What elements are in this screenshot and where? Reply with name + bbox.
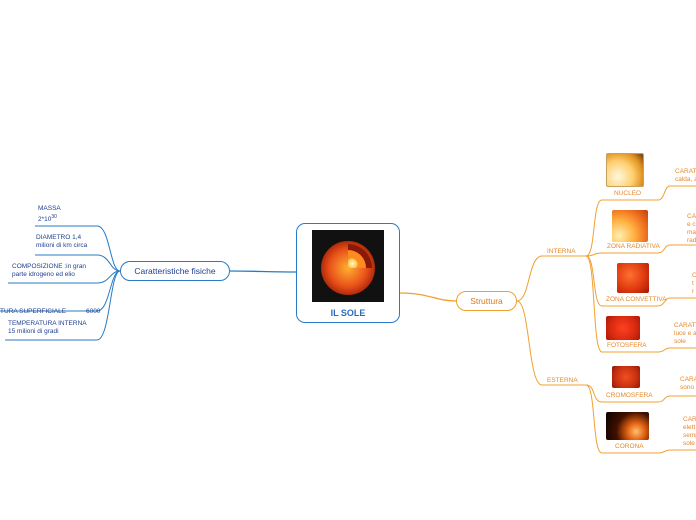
layer-nucleo[interactable]: NUCLEO — [614, 190, 642, 197]
item-temperatura-interna[interactable]: TEMPERATURA INTERNA 15 milioni di gradi — [8, 320, 87, 336]
desc-corona[interactable]: CAR elett semp sole — [683, 416, 696, 448]
cromosfera-image — [612, 366, 640, 388]
desc-nucleo[interactable]: CARATT calda, a — [675, 168, 696, 184]
item-composizione[interactable]: COMPOSIZIONE :in gran parte idrogeno ed … — [12, 263, 86, 279]
item-line: MASSA — [38, 205, 61, 212]
desc-line: elett — [683, 424, 696, 431]
item-diametro[interactable]: DIAMETRO 1,4 milioni di km circa — [36, 234, 87, 250]
topic-label: Caratteristiche fisiche — [134, 266, 216, 276]
layer-corona[interactable]: CORONA — [615, 443, 644, 450]
fotosfera-image — [606, 316, 640, 340]
desc-line: r — [692, 288, 695, 295]
subtopic-esterna[interactable]: ESTERNA — [547, 377, 578, 384]
desc-fotosfera[interactable]: CARATT luce e al sole — [674, 322, 696, 346]
zona-convettiva-image — [617, 263, 649, 293]
item-line: COMPOSIZIONE :in gran — [12, 263, 87, 270]
topic-struttura[interactable]: Struttura — [456, 291, 517, 311]
corona-image — [606, 412, 649, 440]
central-topic[interactable]: IL SOLE — [296, 223, 400, 323]
desc-line: sole — [674, 338, 686, 345]
layer-zona-convettiva[interactable]: ZONA CONVETTIVA — [606, 296, 667, 303]
desc-line: t — [692, 280, 694, 287]
sun-cross-section-image — [312, 230, 384, 302]
desc-cromosfera[interactable]: CARAT sono v — [680, 376, 696, 392]
item-line: 2*1030 — [38, 214, 57, 224]
desc-line: ma — [687, 229, 696, 236]
layer-zona-radiativa[interactable]: ZONA RADIATIVA — [607, 243, 660, 250]
item-massa[interactable]: MASSA 2*1030 — [38, 205, 61, 224]
desc-line: sono v — [680, 384, 696, 391]
topic-caratteristiche-fisiche[interactable]: Caratteristiche fisiche — [120, 261, 230, 281]
desc-line: luce e al — [674, 330, 696, 337]
layer-cromosfera[interactable]: CROMOSFERA — [606, 392, 653, 399]
desc-zona-radiativa[interactable]: CA e c ma rad — [687, 213, 696, 245]
item-line: TEMPERATURA INTERNA — [8, 320, 87, 327]
desc-zona-convettiva[interactable]: C t r — [692, 272, 696, 296]
item-line: TURA SUPERFICIALE 6000 — [0, 308, 101, 315]
desc-line: C — [692, 272, 696, 279]
item-temperatura-superficiale[interactable]: TURA SUPERFICIALE 6000 — [0, 292, 100, 324]
layer-fotosfera[interactable]: FOTOSFERA — [607, 342, 647, 349]
subtopic-interna[interactable]: INTERNA — [547, 248, 576, 255]
desc-line: CARATT — [675, 168, 696, 175]
desc-line: calda, a — [675, 176, 696, 183]
topic-label: Struttura — [470, 296, 503, 306]
desc-line: e c — [687, 221, 696, 228]
desc-line: CARATT — [674, 322, 696, 329]
nucleo-image — [606, 153, 644, 187]
desc-line: sole — [683, 440, 695, 447]
central-title: IL SOLE — [330, 308, 366, 318]
zona-radiativa-image — [612, 210, 648, 242]
item-line: milioni di km circa — [36, 242, 88, 249]
desc-line: CA — [687, 213, 696, 220]
desc-line: semp — [683, 432, 696, 439]
item-line: 15 milioni di gradi — [8, 328, 59, 335]
desc-line: CAR — [683, 416, 696, 423]
item-line: parte idrogeno ed elio — [12, 271, 75, 278]
desc-line: CARAT — [680, 376, 696, 383]
desc-line: rad — [687, 237, 696, 244]
item-line: DIAMETRO 1,4 — [36, 234, 82, 241]
